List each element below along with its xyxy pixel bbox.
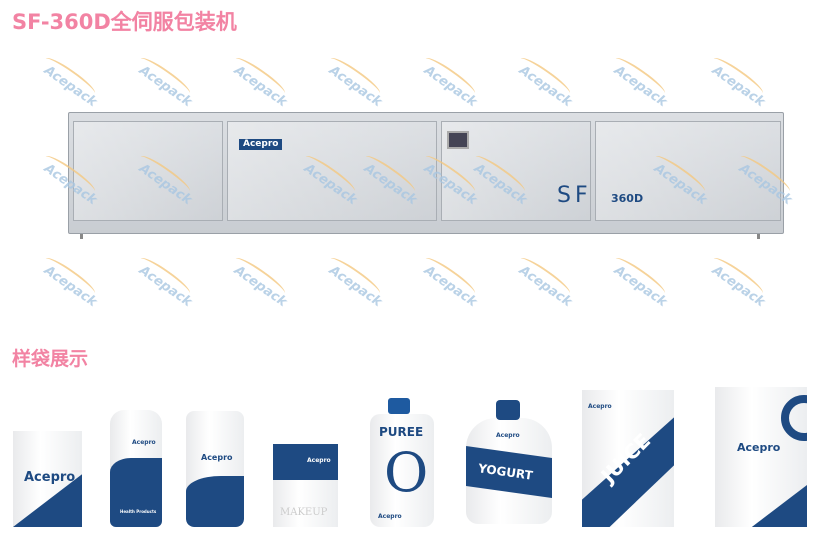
sample-bag-8: Acepro <box>715 387 807 527</box>
sample-bag-2: Acepro Health Products <box>110 410 162 527</box>
bag-brand: Acepro <box>307 457 331 464</box>
watermark: Acepack <box>709 62 768 111</box>
watermark: Acepack <box>136 62 195 111</box>
bag-brand: Acepro <box>588 403 612 410</box>
watermark: Acepack <box>231 62 290 111</box>
spout-cap <box>388 398 410 414</box>
machine-model-number: 360D <box>611 192 644 205</box>
bag-brand: Acepro <box>496 432 520 439</box>
sample-bag-1: Acepro <box>13 431 82 527</box>
watermark: Acepack <box>136 262 195 311</box>
bag-caption: PUREE <box>379 425 424 439</box>
hmi-screen <box>447 131 469 149</box>
machine-brand: Acepro <box>239 139 283 150</box>
sample-bag-4: Acepro MAKEUP <box>273 444 338 527</box>
bag-big-letter: O <box>384 441 429 504</box>
watermark: Acepack <box>231 262 290 311</box>
machine-legs <box>80 234 760 239</box>
sample-bag-5: PUREE O Acepro <box>370 414 434 527</box>
watermark: Acepack <box>41 262 100 311</box>
sample-bag-7: Acepro JUICE <box>582 390 674 527</box>
bag-brand: Acepro <box>132 439 156 446</box>
watermark: Acepack <box>709 262 768 311</box>
watermark: Acepack <box>516 262 575 311</box>
section-title: 样袋展示 <box>12 348 89 370</box>
watermark: Acepack <box>611 62 670 111</box>
bag-brand: Acepro <box>737 441 781 454</box>
bag-caption: Health Products <box>120 509 157 514</box>
watermark: Acepack <box>421 62 480 111</box>
bag-brand: Acepro <box>201 453 233 462</box>
sample-bag-3: Acepro <box>186 411 244 527</box>
watermark: Acepack <box>421 262 480 311</box>
watermark: Acepack <box>326 262 385 311</box>
sample-bag-6: Acepro YOGURT <box>466 418 552 524</box>
watermark: Acepack <box>41 62 100 111</box>
watermark: Acepack <box>326 62 385 111</box>
bag-brand: Acepro <box>378 513 402 520</box>
watermark: Acepack <box>516 62 575 111</box>
page-title: SF-360D全伺服包装机 <box>12 10 237 34</box>
bag-caption: MAKEUP <box>280 507 328 518</box>
bag-brand: Acepro <box>24 470 76 485</box>
machine-model-letters: SF <box>557 183 592 208</box>
spout-cap <box>496 400 520 420</box>
watermark: Acepack <box>611 262 670 311</box>
